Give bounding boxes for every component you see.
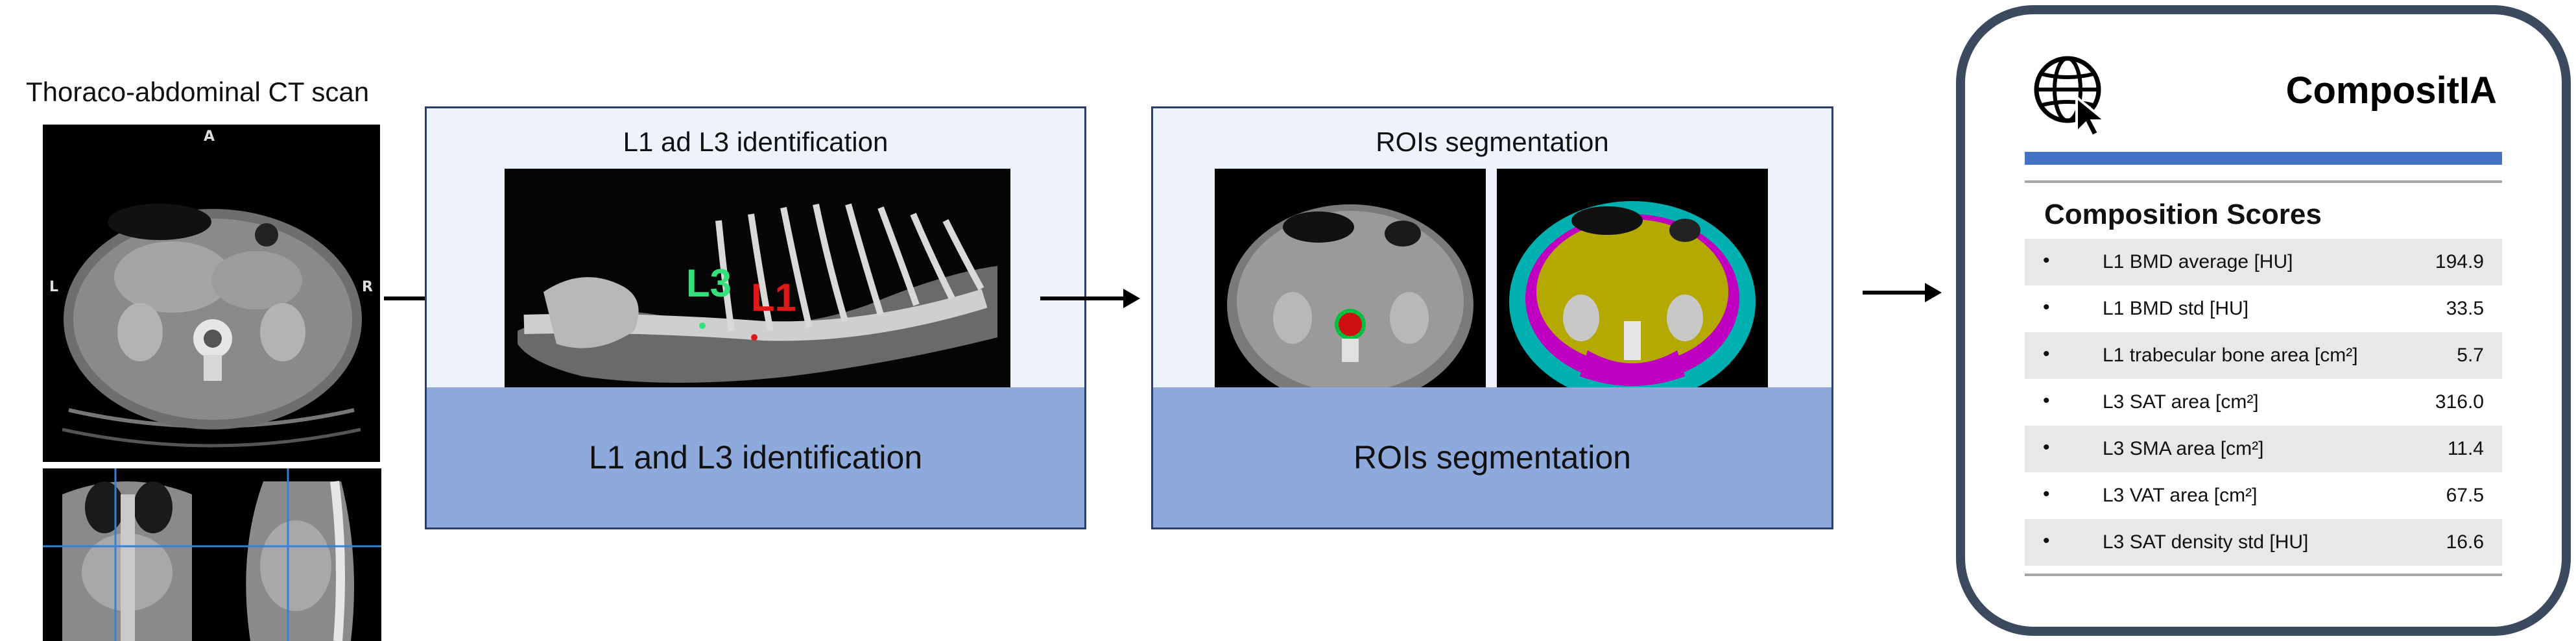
title-accent-bar xyxy=(2025,152,2502,165)
bullet: • xyxy=(2043,343,2050,365)
score-name: L1 BMD average [HU] xyxy=(2103,251,2293,272)
score-value: 11.4 xyxy=(2447,438,2484,459)
score-row: • L3 SAT area [cm²] 316.0 xyxy=(2025,379,2502,426)
orientation-l-label: L xyxy=(49,279,59,295)
ct-axial-drawing xyxy=(43,125,380,462)
score-name: L3 SAT area [cm²] xyxy=(2103,391,2259,413)
score-value: 5.7 xyxy=(2457,345,2484,366)
l1-marker-label: L1 xyxy=(751,276,797,319)
bullet: • xyxy=(2043,250,2050,271)
ct-axial-image: A L R xyxy=(43,125,380,462)
ct-coronal-image xyxy=(43,468,213,641)
orientation-a-label: A xyxy=(204,128,215,145)
score-value: 194.9 xyxy=(2435,251,2484,272)
app-title: CompositIA xyxy=(2285,69,2497,112)
l3-marker-label: L3 xyxy=(686,261,732,305)
score-row: • L1 BMD std [HU] 33.5 xyxy=(2025,285,2502,332)
bullet: • xyxy=(2043,530,2050,551)
composition-scores-heading: Composition Scores xyxy=(2044,199,2322,230)
score-value: 16.6 xyxy=(2446,531,2484,553)
segmentation-panel-title: ROIs segmentation xyxy=(1376,127,1609,157)
score-value: 33.5 xyxy=(2446,298,2484,319)
score-name: L3 VAT area [cm²] xyxy=(2103,485,2258,506)
segmentation-panel: ROIs segmentation xyxy=(1151,106,1833,529)
bullet: • xyxy=(2043,390,2050,411)
score-value: 316.0 xyxy=(2435,391,2484,413)
identification-panel-title: L1 ad L3 identification xyxy=(623,127,888,157)
compositia-card: CompositIA Composition Scores • L1 BMD a… xyxy=(1956,5,2571,636)
ct-sagittal-image xyxy=(211,468,381,641)
ct-coronal-drawing xyxy=(43,468,213,641)
score-value: 67.5 xyxy=(2446,485,2484,506)
orientation-r-label: R xyxy=(362,279,373,295)
score-row: • L1 BMD average [HU] 194.9 xyxy=(2025,239,2502,285)
divider xyxy=(2025,574,2502,576)
identification-panel: L1 ad L3 identification L3 L1 L1 and L3 … xyxy=(425,106,1086,529)
score-row: • L3 SMA area [cm²] 11.4 xyxy=(2025,426,2502,472)
score-name: L3 SMA area [cm²] xyxy=(2103,438,2264,459)
bullet: • xyxy=(2043,483,2050,505)
bullet: • xyxy=(2043,437,2050,458)
score-row: • L3 VAT area [cm²] 67.5 xyxy=(2025,472,2502,519)
divider xyxy=(2025,180,2502,183)
bullet: • xyxy=(2043,296,2050,318)
flow-arrow-2 xyxy=(1040,289,1140,308)
ct-scan-title: Thoraco-abdominal CT scan xyxy=(26,77,370,107)
score-row: • L1 trabecular bone area [cm²] 5.7 xyxy=(2025,332,2502,379)
ct-sagittal-drawing xyxy=(211,468,381,641)
segmentation-panel-footer: ROIs segmentation xyxy=(1153,387,1831,527)
score-name: L3 SAT density std [HU] xyxy=(2103,531,2309,553)
score-name: L1 BMD std [HU] xyxy=(2103,298,2249,319)
flow-arrow-3 xyxy=(1863,283,1942,302)
identification-panel-footer: L1 and L3 identification xyxy=(427,387,1084,527)
segmentation-colored-image xyxy=(1497,169,1768,438)
score-name: L1 trabecular bone area [cm²] xyxy=(2103,345,2358,366)
score-row: • L3 SAT density std [HU] 16.6 xyxy=(2025,519,2502,566)
globe-cursor-icon-svg xyxy=(2034,56,2109,138)
globe-cursor-icon[interactable] xyxy=(2030,52,2114,139)
